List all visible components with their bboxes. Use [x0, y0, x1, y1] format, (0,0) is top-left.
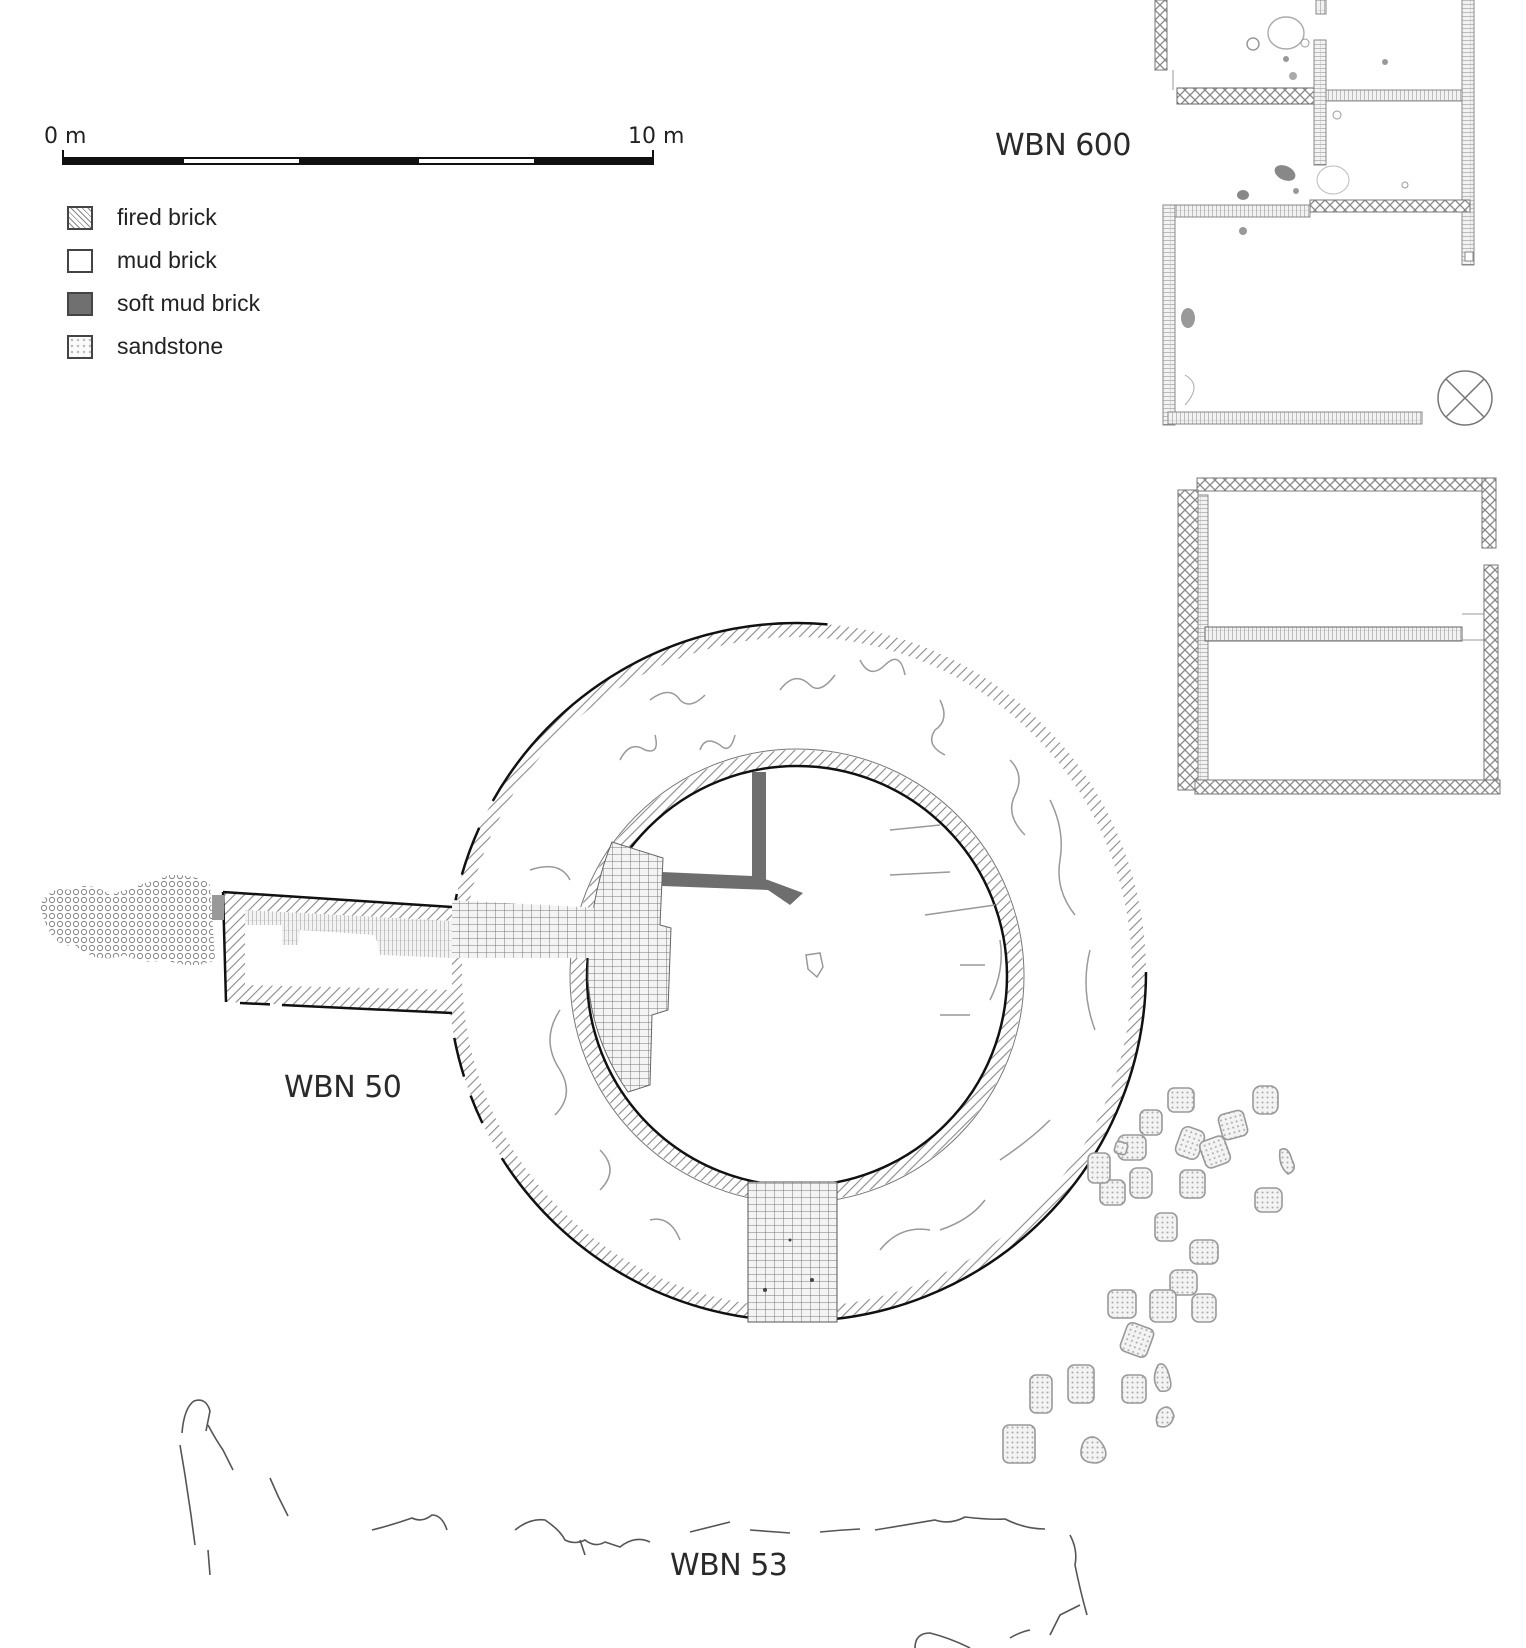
north-marker-icon [1437, 370, 1493, 426]
rectangular-building [1177, 477, 1501, 795]
legend-item-soft-mud-brick: soft mud brick [67, 282, 260, 325]
legend-label: fired brick [117, 204, 217, 230]
wbn50-structure [446, 621, 1148, 1323]
legend-item-mud-brick: mud brick [67, 239, 260, 282]
legend: fired brick mud brick soft mud brick san… [67, 196, 260, 368]
west-extension [40, 875, 600, 1015]
legend-label: soft mud brick [117, 290, 261, 316]
fired-brick-swatch-icon [67, 205, 93, 230]
scale-end-label: 10 m [628, 124, 685, 149]
mud-brick-swatch-icon [67, 248, 93, 273]
soft-mud-brick-swatch-icon [67, 291, 93, 316]
wbn600-label: WBN 600 [995, 128, 1131, 163]
scale-start-label: 0 m [44, 124, 87, 149]
sandstone-swatch-icon [67, 334, 93, 359]
wbn600-building [1154, 0, 1493, 426]
legend-label: sandstone [117, 333, 224, 359]
wbn50-label: WBN 50 [284, 1070, 402, 1105]
wbn53-label: WBN 53 [670, 1548, 788, 1583]
legend-item-sandstone: sandstone [67, 325, 260, 368]
wbn53-outline [179, 1399, 1088, 1648]
scale-bar [62, 150, 654, 165]
legend-item-fired-brick: fired brick [67, 196, 260, 239]
legend-label: mud brick [117, 247, 217, 273]
sandstone-blocks [1002, 1085, 1296, 1464]
